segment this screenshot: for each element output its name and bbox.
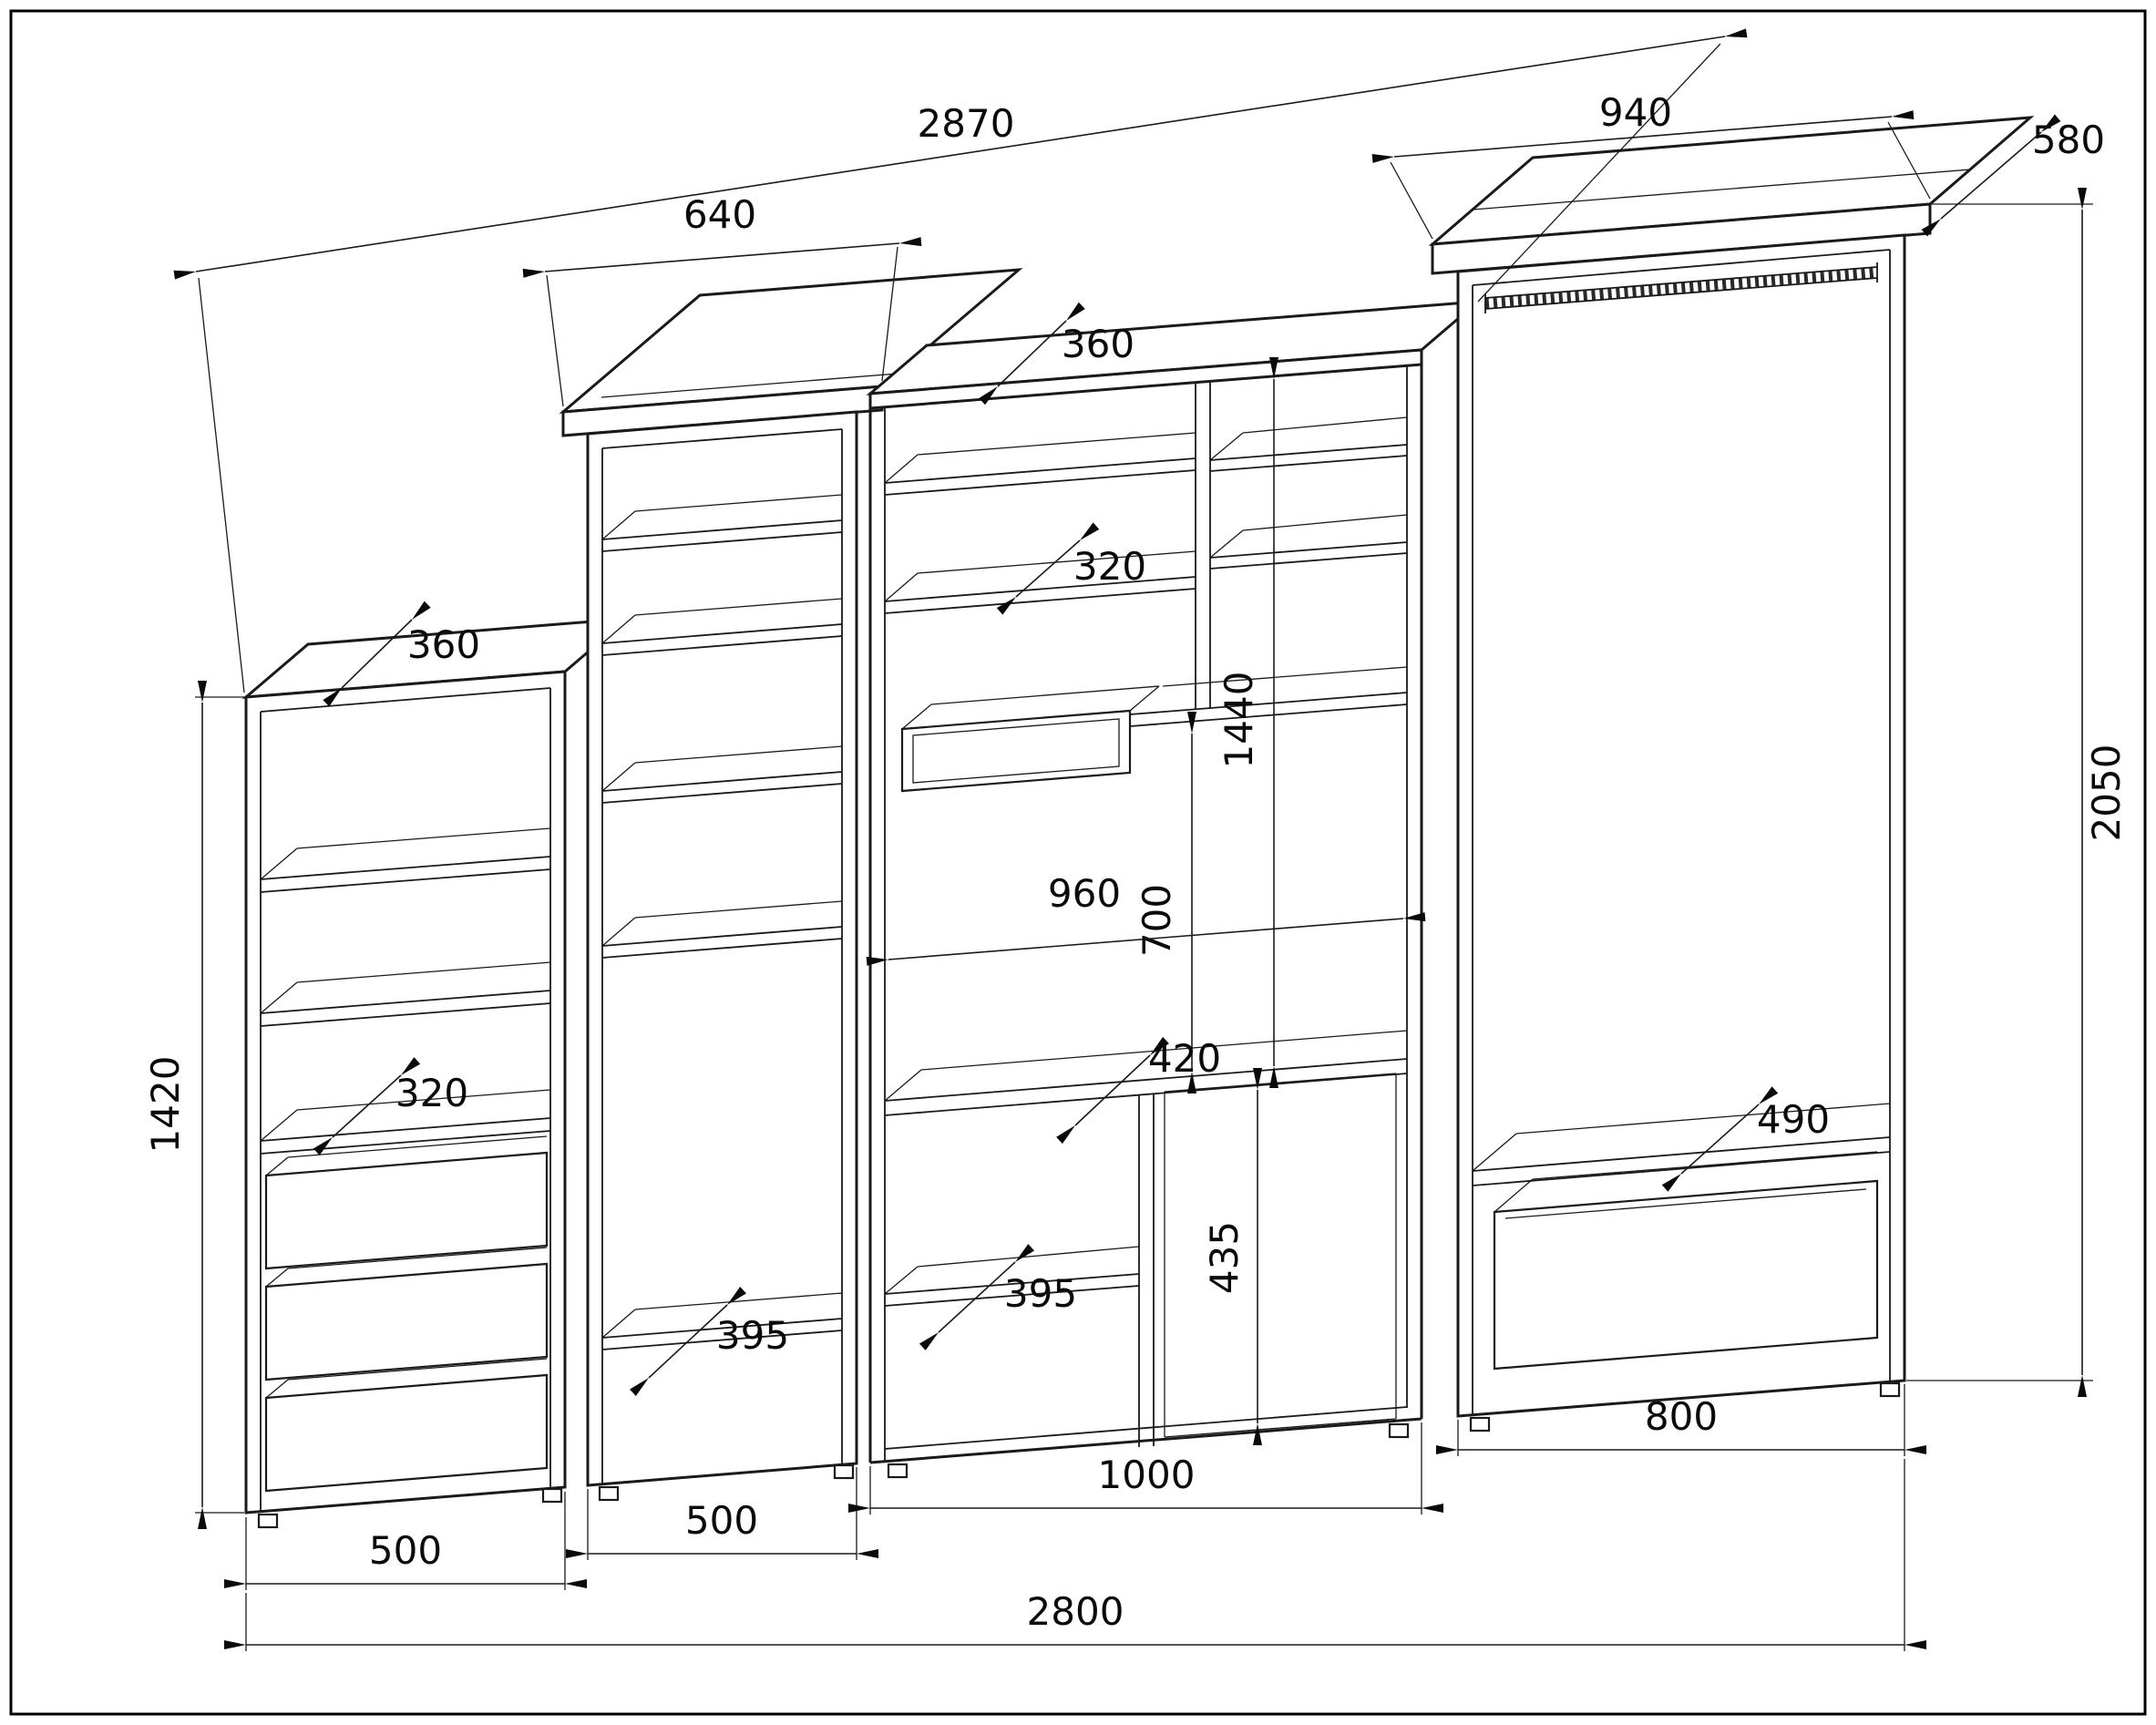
foot [1879, 1381, 1901, 1398]
shelf [601, 598, 843, 656]
dim-center-shelf-depth-label: 320 [1073, 544, 1146, 589]
dim-center-lower-shelf-depth-label: 395 [1004, 1271, 1077, 1316]
shelf [601, 745, 843, 804]
lower-open-box [1164, 1073, 1397, 1438]
shelf [884, 432, 1196, 496]
drawer [264, 1247, 549, 1381]
dim-tall-cabinet-top-width-label: 640 [683, 192, 756, 237]
lower-box [1493, 1151, 1879, 1371]
dim-center-opening-height-label: 1440 [1217, 672, 1261, 769]
dim-left-cabinet-top-depth-label: 360 [407, 622, 480, 667]
foot [1469, 1416, 1491, 1432]
dim-lower-niche-height-label: 435 [1202, 1221, 1247, 1294]
open-box-shelf [900, 685, 1160, 793]
dim-tv-shelf-depth-label: 420 [1148, 1036, 1221, 1081]
drawer [264, 1358, 549, 1493]
foot [598, 1485, 620, 1502]
dim-wardrobe-height-label: 2050 [2084, 744, 2129, 842]
dim-center-top-depth-label: 360 [1062, 322, 1134, 366]
shelf [601, 900, 843, 959]
dim-overall-width-label: 2800 [1027, 1589, 1124, 1634]
dimension-annotations: 2870 940 580 640 360 360 320 320 1440 70… [143, 28, 2129, 1651]
dim-wardrobe-top-depth-label: 580 [2032, 118, 2105, 162]
dim-center-width-label: 1000 [1098, 1453, 1196, 1497]
shelf [601, 494, 843, 552]
wardrobe-front [1456, 233, 1906, 1418]
tall-cabinet [559, 268, 1023, 1502]
dim-tv-niche-height-label: 700 [1134, 884, 1179, 957]
foot [833, 1463, 855, 1480]
dim-left-shelf-depth-label: 320 [395, 1071, 468, 1115]
tall-cabinet-crown-band [561, 385, 884, 437]
drawer [264, 1135, 549, 1270]
foot [257, 1513, 279, 1529]
dim-tall-cabinet-shelf-depth-label: 395 [716, 1313, 789, 1358]
foot [541, 1487, 563, 1504]
foot [1388, 1422, 1410, 1439]
dim-wardrobe-width-label: 800 [1645, 1394, 1718, 1439]
shelf [1129, 666, 1408, 727]
shelf [260, 961, 551, 1027]
dim-tall-cabinet-width-label: 500 [685, 1498, 758, 1543]
foot [887, 1463, 909, 1479]
clothes-rail [1484, 262, 1878, 313]
dim-left-cabinet-height-label: 1420 [143, 1056, 188, 1154]
dim-wardrobe-shelf-depth-label: 490 [1757, 1097, 1830, 1142]
dim-wardrobe-top-width-label: 940 [1599, 90, 1672, 135]
dim-left-cabinet-width-label: 500 [369, 1528, 442, 1573]
tall-cabinet-inner-frame [601, 428, 843, 1484]
shelf [1209, 514, 1408, 570]
dim-overall-top-width-label: 2870 [918, 101, 1015, 146]
dim-tv-niche-width-label: 960 [1048, 871, 1121, 916]
lower-divider [1138, 1094, 1155, 1447]
shelf [260, 827, 551, 893]
upper-divider [1195, 381, 1211, 710]
